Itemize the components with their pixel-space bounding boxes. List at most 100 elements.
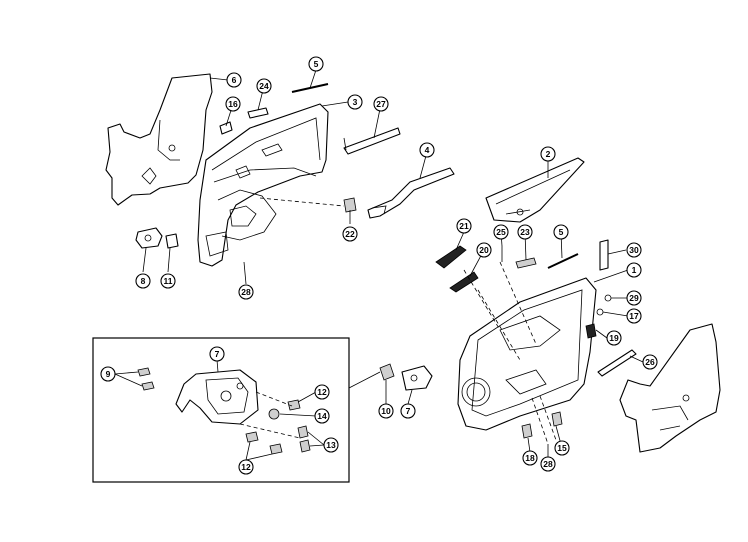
speaker-ring xyxy=(461,377,491,407)
screw-9a xyxy=(137,367,151,377)
bolt-12b xyxy=(245,431,259,443)
window-frame-2 xyxy=(485,157,585,223)
callout-5b: 5 xyxy=(553,224,569,240)
clip-leaders xyxy=(531,395,557,445)
trim-panel-switch-bezel xyxy=(261,143,283,157)
callout-6: 6 xyxy=(226,72,242,88)
svg-text:4: 4 xyxy=(425,145,430,155)
inset-leaders xyxy=(239,391,301,439)
callout-12b: 12 xyxy=(238,459,254,475)
trim-strip-26 xyxy=(597,349,637,377)
svg-text:10: 10 xyxy=(381,406,391,416)
svg-text:2: 2 xyxy=(546,149,551,159)
callout-29: 29 xyxy=(626,290,642,306)
callout-2: 2 xyxy=(540,146,556,162)
svg-text:25: 25 xyxy=(496,227,506,237)
svg-text:17: 17 xyxy=(629,311,639,321)
callout-1: 1 xyxy=(626,262,642,278)
callout-30: 30 xyxy=(626,242,642,258)
door-latch-assembly xyxy=(175,369,259,425)
svg-text:13: 13 xyxy=(326,440,336,450)
callout-3: 3 xyxy=(347,94,363,110)
callout-28: 28 xyxy=(238,284,254,300)
callout-17: 17 xyxy=(626,308,642,324)
clip-16 xyxy=(219,121,233,135)
trim-panel-edge xyxy=(211,117,321,171)
inner-panel-lower-pocket xyxy=(505,369,547,395)
latch-8 xyxy=(135,227,163,249)
svg-text:3: 3 xyxy=(353,97,358,107)
svg-text:30: 30 xyxy=(629,245,639,255)
nut-14 xyxy=(268,408,280,420)
callout-25: 25 xyxy=(493,224,509,240)
armrest-bracket-4-tab xyxy=(371,205,387,215)
inner-panel-pocket xyxy=(499,315,561,351)
screw-9b xyxy=(141,381,155,391)
svg-text:29: 29 xyxy=(629,293,639,303)
inner-door-panel xyxy=(457,277,597,431)
water-shield-right-detail xyxy=(651,405,689,431)
callout-8: 8 xyxy=(135,273,151,289)
callout-24: 24 xyxy=(256,78,272,94)
trim-strip-27-pin xyxy=(343,137,347,151)
inset-pointer xyxy=(348,371,381,389)
switch-22 xyxy=(343,197,357,213)
clip-13b xyxy=(299,439,311,453)
speaker-ring-inner xyxy=(466,382,486,402)
callout-23: 23 xyxy=(517,224,533,240)
callout-26: 26 xyxy=(642,354,658,370)
pad-23 xyxy=(515,257,537,269)
detail-inset-frame xyxy=(92,337,350,483)
svg-text:18: 18 xyxy=(525,453,535,463)
clip-11 xyxy=(165,233,179,249)
pad-24 xyxy=(247,107,269,119)
leader-dash-22 xyxy=(259,197,345,207)
svg-text:23: 23 xyxy=(520,227,530,237)
svg-text:26: 26 xyxy=(645,357,655,367)
callout-22: 22 xyxy=(342,226,358,242)
callout-12: 12 xyxy=(314,384,330,400)
clip-17 xyxy=(596,308,604,316)
svg-text:24: 24 xyxy=(259,81,269,91)
latch-body-detail xyxy=(205,377,249,415)
bolt-12c xyxy=(269,443,283,455)
svg-text:11: 11 xyxy=(164,276,173,286)
inner-door-panel-edge xyxy=(471,289,583,417)
handle-20 xyxy=(449,271,479,293)
latch-bolt-hole xyxy=(236,382,244,390)
callout-19: 19 xyxy=(606,330,622,346)
svg-text:22: 22 xyxy=(345,229,355,239)
svg-text:27: 27 xyxy=(376,99,386,109)
callout-11: 11 xyxy=(160,273,176,289)
svg-text:15: 15 xyxy=(557,443,567,453)
callout-21: 21 xyxy=(456,218,472,234)
svg-text:12: 12 xyxy=(241,462,251,472)
clip-13a xyxy=(297,425,309,439)
water-shield-left-hole xyxy=(168,144,176,152)
svg-text:28: 28 xyxy=(241,287,251,297)
window-frame-2-detail xyxy=(495,169,571,215)
trim-panel-armrest xyxy=(213,167,317,183)
trim-panel-handle-bezel xyxy=(235,165,251,179)
callout-7: 7 xyxy=(209,346,225,362)
callout-16: 16 xyxy=(225,96,241,112)
door-trim-panel xyxy=(197,103,329,267)
svg-text:21: 21 xyxy=(459,221,469,231)
latch-8-pivot xyxy=(144,234,152,242)
callout-18: 18 xyxy=(522,450,538,466)
armrest-bracket-4 xyxy=(367,167,455,219)
svg-text:20: 20 xyxy=(479,245,489,255)
water-shield-left-tab xyxy=(141,167,157,185)
svg-text:7: 7 xyxy=(215,349,220,359)
callout-20: 20 xyxy=(476,242,492,258)
trim-panel-speaker xyxy=(205,231,229,257)
frame-2-hole xyxy=(516,208,524,216)
svg-text:28: 28 xyxy=(543,459,553,469)
callout-10: 10 xyxy=(378,403,394,419)
callout-15: 15 xyxy=(554,440,570,456)
clip-18 xyxy=(521,423,533,439)
bolt-12a xyxy=(287,399,301,411)
trim-strip-27 xyxy=(343,127,401,155)
